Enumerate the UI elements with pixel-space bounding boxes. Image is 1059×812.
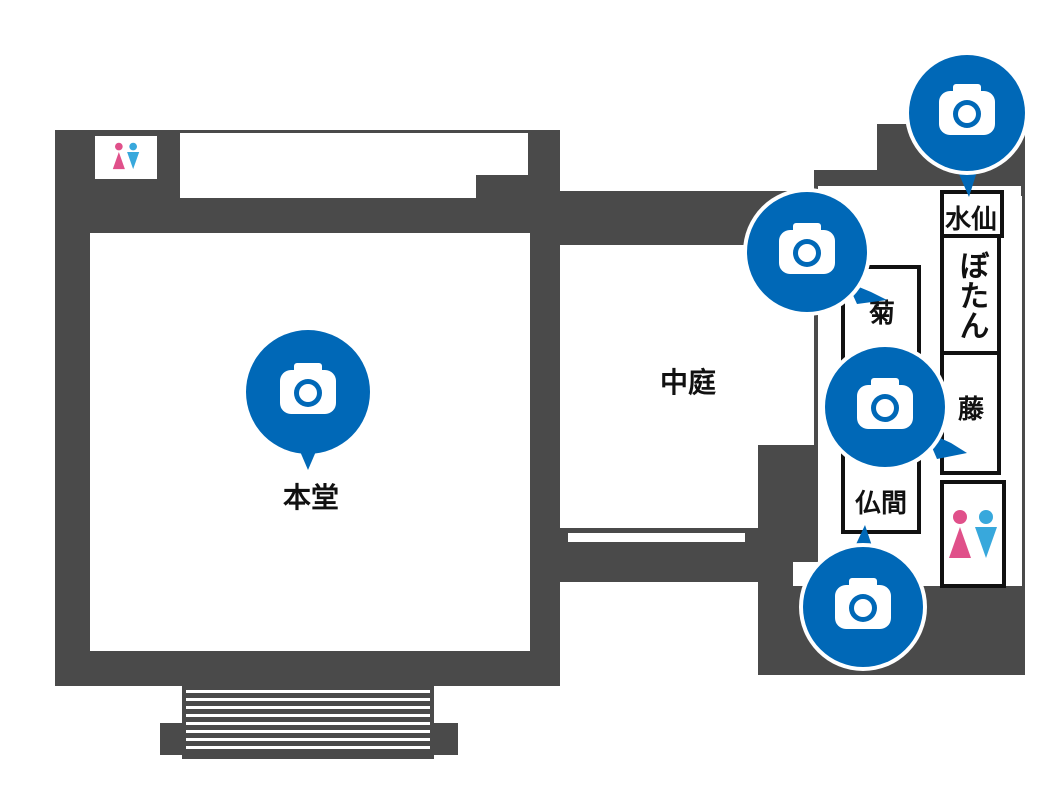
camera-pin-main-hall[interactable] [246, 330, 370, 470]
room-restroom [940, 480, 1006, 588]
label-butsuma: 仏間 [855, 489, 907, 519]
camera-pin-suisen[interactable] [905, 51, 1029, 197]
label-suisen: 水仙 [945, 205, 997, 235]
restroom-icon [949, 510, 997, 558]
entrance-stairs [160, 686, 458, 759]
label-botan: ぼたん [954, 250, 989, 340]
room-botan [940, 234, 1001, 355]
room-suisen [940, 190, 1004, 238]
camera-icon [939, 84, 995, 135]
camera-pin-fuji[interactable] [821, 343, 967, 471]
camera-pin-kiku[interactable] [743, 188, 887, 316]
restroom-icon [112, 142, 140, 170]
camera-icon [779, 223, 835, 274]
label-courtyard: 中庭 [660, 366, 716, 399]
camera-icon [835, 578, 891, 629]
label-kiku: 菊 [869, 299, 895, 329]
label-main-hall: 本堂 [283, 481, 339, 514]
camera-icon [280, 363, 336, 414]
label-fuji: 藤 [958, 395, 985, 425]
camera-pin-butsuma[interactable] [799, 525, 927, 671]
camera-icon [857, 378, 913, 429]
